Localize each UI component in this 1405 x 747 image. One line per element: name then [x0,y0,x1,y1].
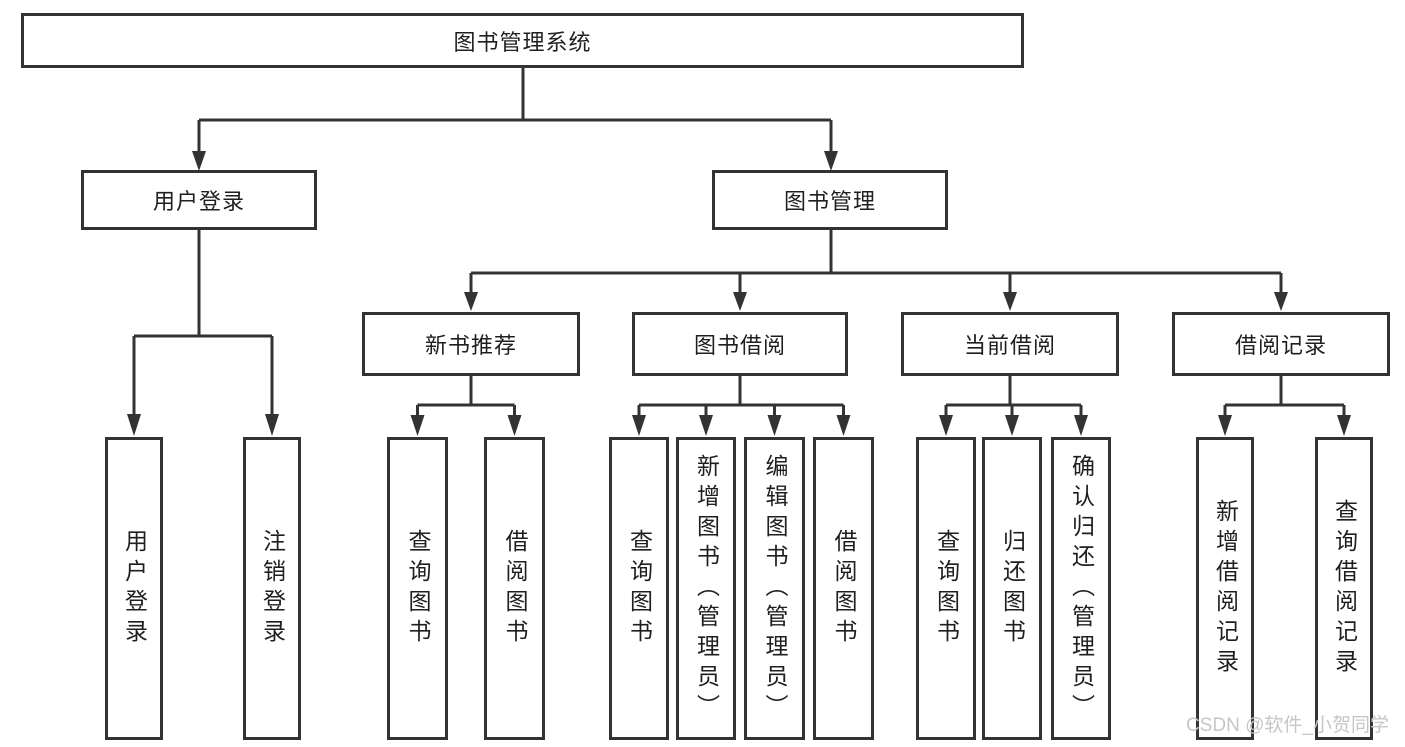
leaf-query-books-recommend-label: 查询图书 [405,528,431,649]
node-new-book-recommend: 新书推荐 [362,312,580,376]
leaf-borrow-books-recommend-label: 借阅图书 [502,528,528,649]
leaf-return-book-label: 归还图书 [999,528,1026,649]
node-user-login-branch: 用户登录 [81,170,317,230]
leaf-query-books-recommend: 查询图书 [387,437,448,740]
leaf-query-books-borrow-label: 查询图书 [626,528,653,649]
connector-strokes [132,68,1346,416]
arrowheads [127,151,1351,436]
node-book-borrow-label: 图书借阅 [693,333,786,358]
node-user-login-branch-label: 用户登录 [152,189,245,214]
leaf-confirm-return-admin: 确认归还（管理员） [1051,437,1111,740]
leaf-borrow-books-recommend: 借阅图书 [484,437,545,740]
leaf-add-book-admin-label: 新增图书（管理员） [693,453,720,724]
leaf-add-book-admin: 新增图书（管理员） [676,437,736,740]
node-book-management: 图书管理 [712,170,948,230]
leaf-user-login: 用户登录 [105,437,163,740]
node-borrow-records-label: 借阅记录 [1234,333,1327,358]
node-current-borrow: 当前借阅 [901,312,1119,376]
leaf-return-book: 归还图书 [982,437,1042,740]
leaf-query-borrow-record-label: 查询借阅记录 [1331,498,1358,679]
leaf-logout-label: 注销登录 [259,528,286,649]
node-library-system: 图书管理系统 [21,13,1024,68]
node-library-system-label: 图书管理系统 [453,29,592,55]
leaf-borrow-books-label: 借阅图书 [831,528,857,649]
node-book-management-label: 图书管理 [783,189,876,214]
leaf-user-login-label: 用户登录 [121,528,148,649]
leaf-confirm-return-admin-label: 确认归还（管理员） [1068,453,1095,724]
leaf-query-books-borrow: 查询图书 [609,437,669,740]
leaf-borrow-books: 借阅图书 [813,437,874,740]
leaf-query-borrow-record: 查询借阅记录 [1315,437,1373,740]
node-book-borrow: 图书借阅 [632,312,848,376]
node-new-book-recommend-label: 新书推荐 [424,333,517,358]
leaf-add-borrow-record-label: 新增借阅记录 [1212,498,1239,679]
leaf-add-borrow-record: 新增借阅记录 [1196,437,1254,740]
leaf-query-books-current: 查询图书 [916,437,976,740]
leaf-logout: 注销登录 [243,437,301,740]
node-borrow-records: 借阅记录 [1172,312,1390,376]
node-current-borrow-label: 当前借阅 [963,333,1056,358]
leaf-edit-book-admin: 编辑图书（管理员） [744,437,805,740]
csdn-watermark: CSDN @软件_小贺同学 [1186,715,1389,736]
leaf-edit-book-admin-label: 编辑图书（管理员） [762,453,788,724]
leaf-query-books-current-label: 查询图书 [933,528,960,649]
